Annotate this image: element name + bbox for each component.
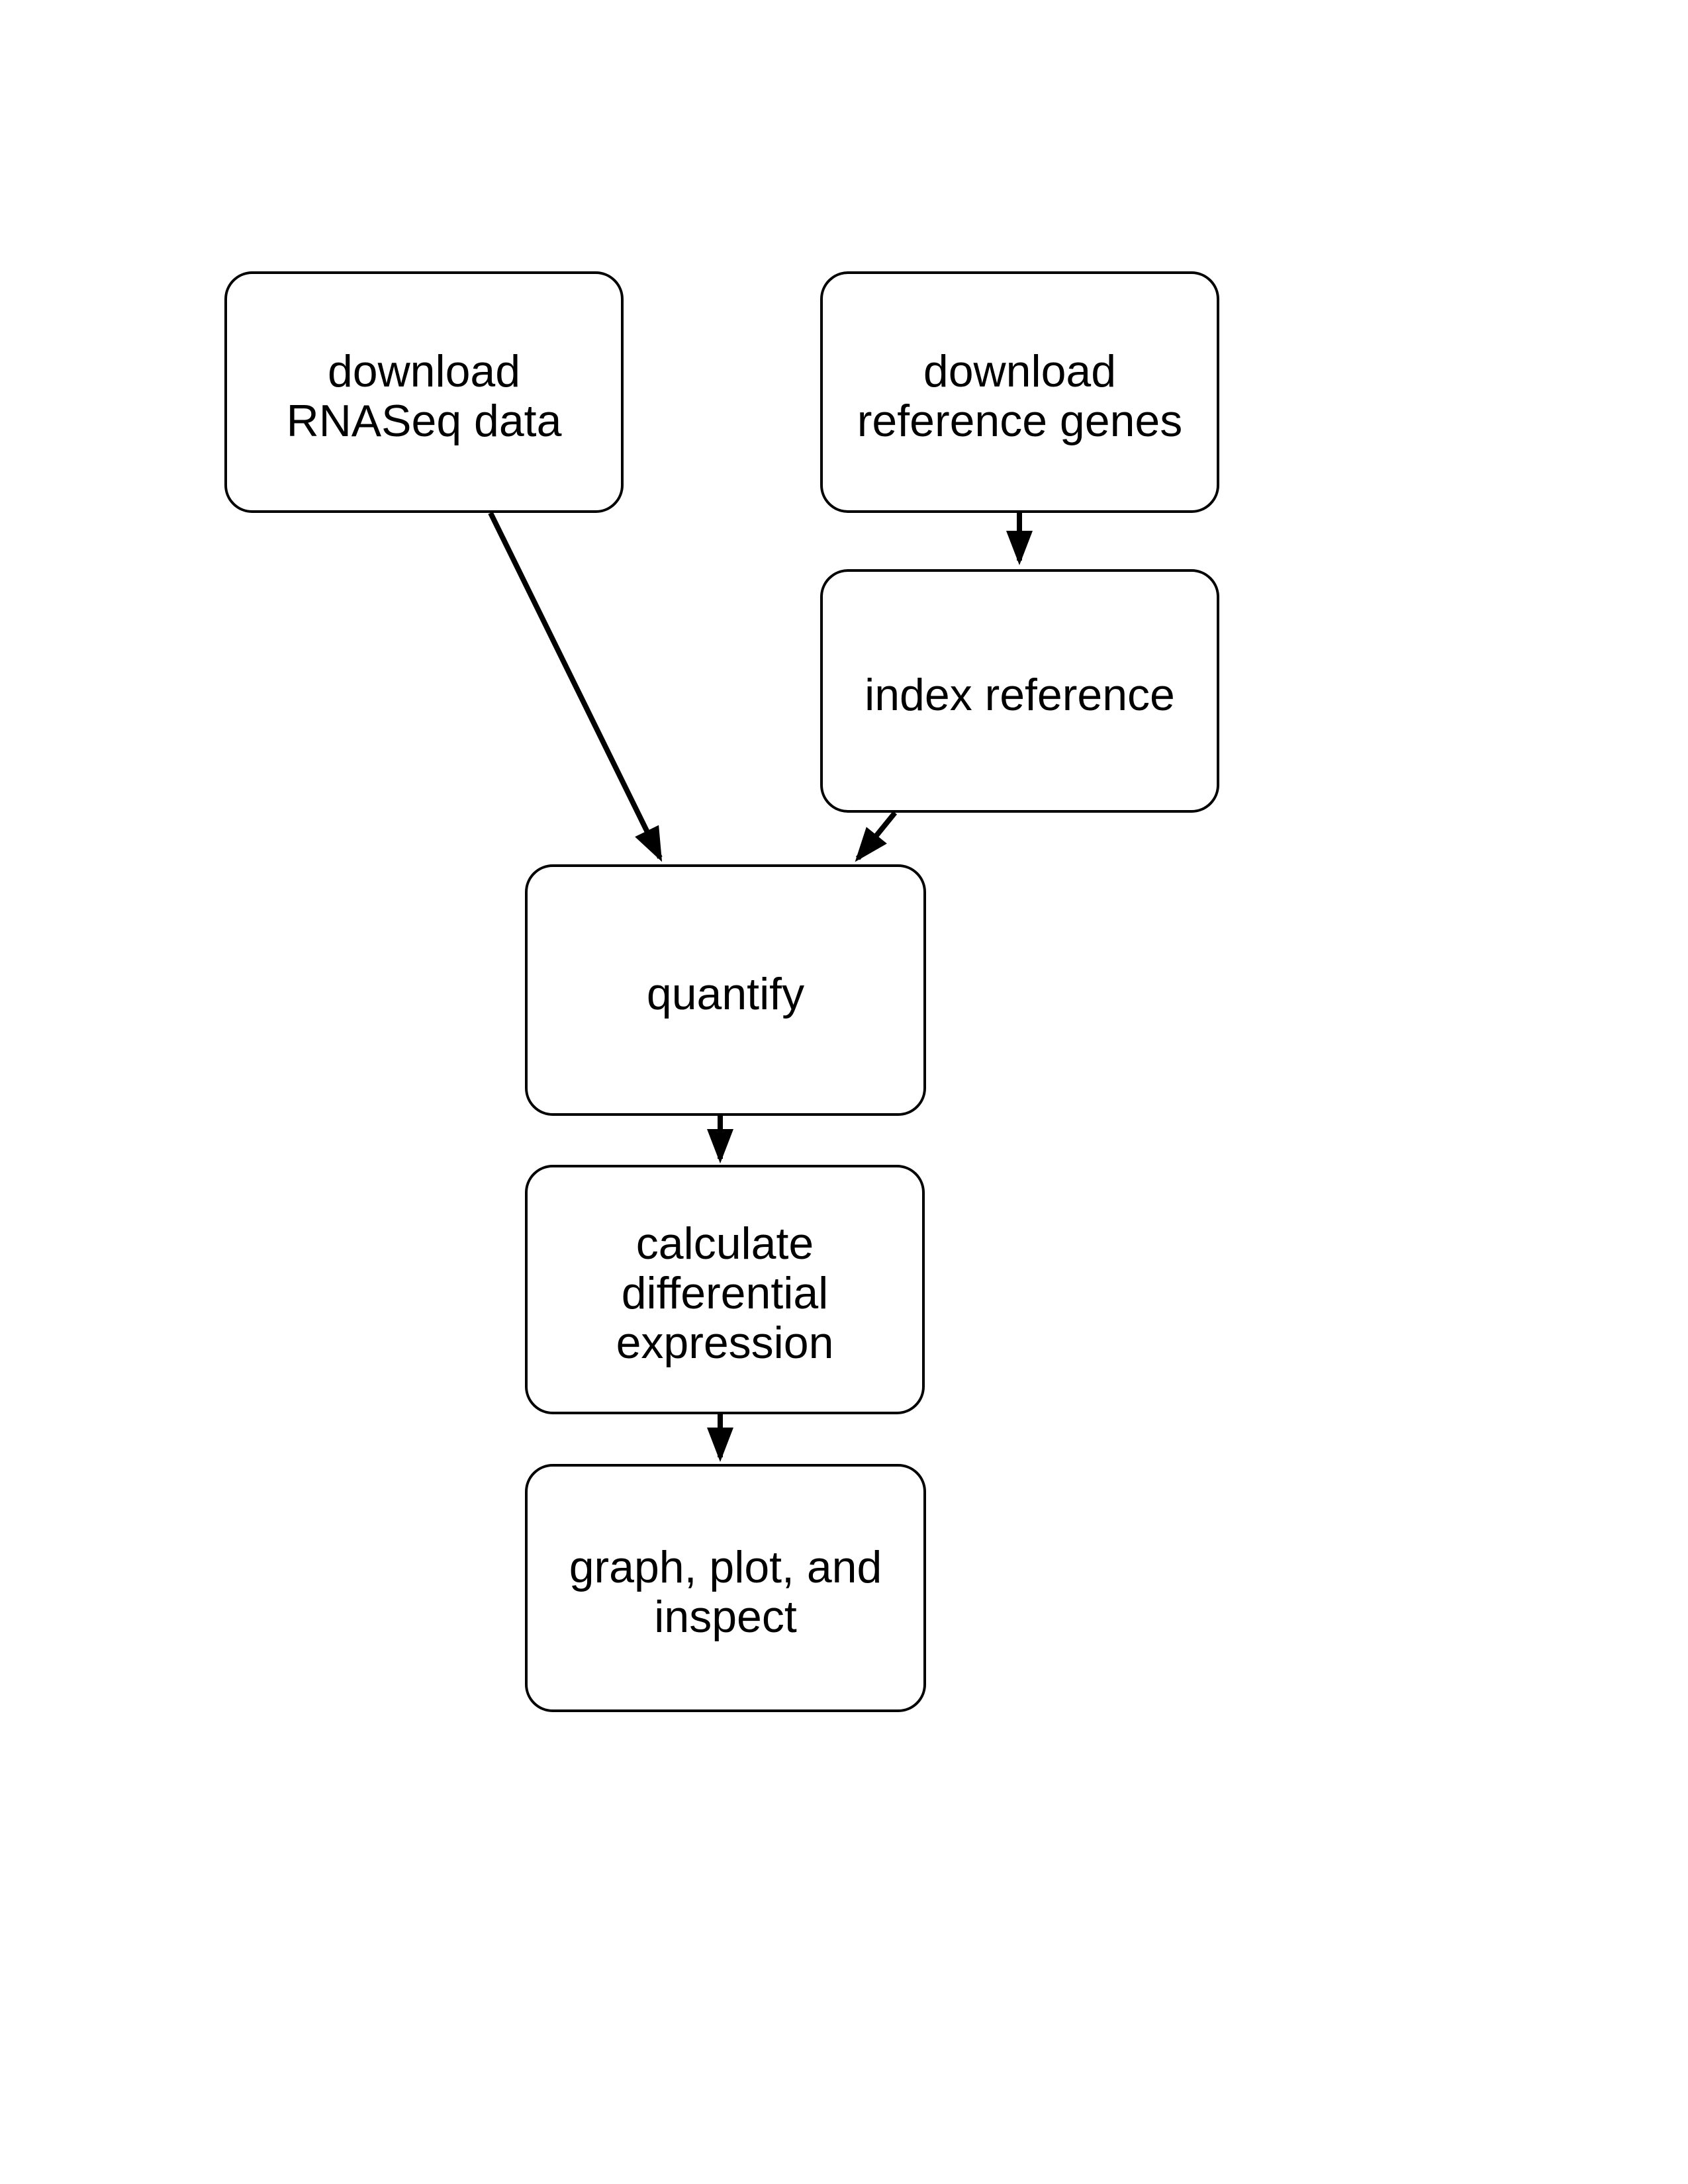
node-label: index reference xyxy=(865,669,1175,720)
node-label: quantify xyxy=(646,968,805,1019)
node-label: download RNASeq data xyxy=(286,345,562,446)
node-index-reference: index reference xyxy=(820,569,1219,813)
arrow-index-reference-to-quantify xyxy=(855,811,898,862)
node-label: graph, plot, and inspect xyxy=(569,1541,882,1642)
node-label: calculate differential expression xyxy=(616,1218,834,1368)
arrow-download-rnaseq-to-quantify xyxy=(488,512,663,862)
node-graph-plot-and-inspect: graph, plot, and inspect xyxy=(525,1464,926,1712)
node-download-reference-genes: download reference genes xyxy=(820,271,1219,513)
node-calculate-differential-expression: calculate differential expression xyxy=(525,1165,925,1414)
node-download-rnaseq-data: download RNASeq data xyxy=(224,271,624,513)
node-quantify: quantify xyxy=(525,864,926,1116)
node-label: download reference genes xyxy=(857,345,1183,446)
